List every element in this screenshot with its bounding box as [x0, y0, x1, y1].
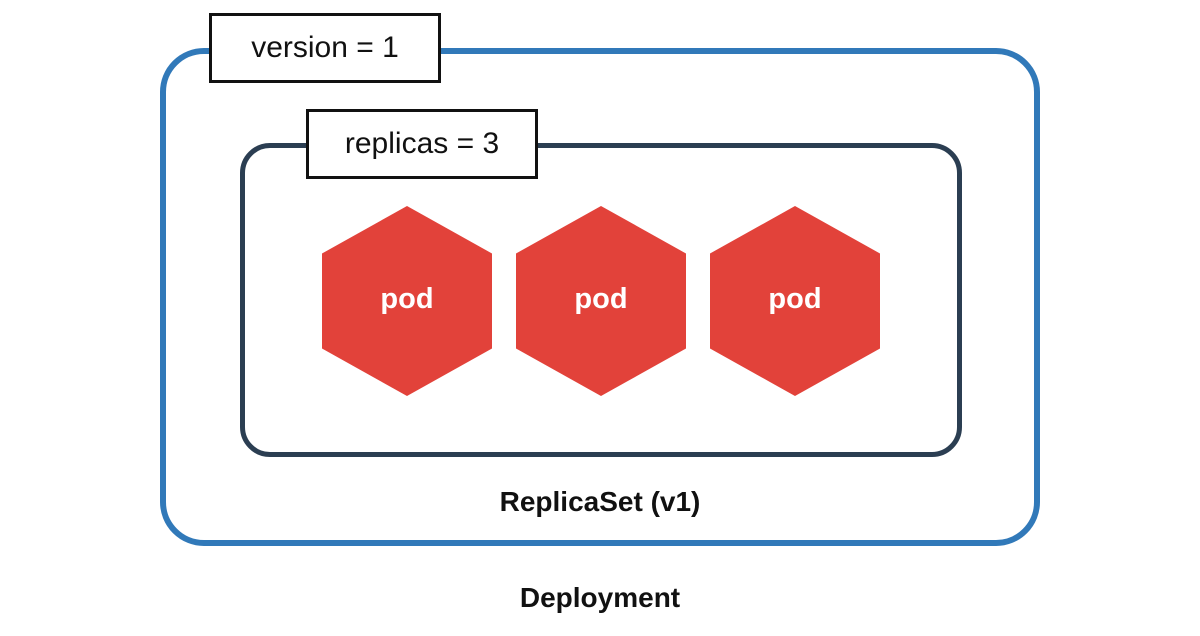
- pod-hexagon-2: pod: [516, 206, 686, 396]
- replicaset-label: ReplicaSet (v1): [499, 486, 701, 517]
- hexagon-icon: [710, 206, 880, 396]
- pod-label: pod: [380, 282, 434, 315]
- pod-hexagon-3: pod: [710, 206, 880, 396]
- replicas-tag: replicas = 3: [306, 109, 538, 179]
- replicaset-container: [240, 143, 962, 457]
- pod-hexagon-1: pod: [322, 206, 492, 396]
- pod-label: pod: [574, 282, 628, 315]
- hexagon-icon: [322, 206, 492, 396]
- pod-label: pod: [768, 282, 822, 315]
- deployment-container: [160, 48, 1040, 546]
- deployment-label: Deployment: [519, 582, 681, 613]
- version-tag: version = 1: [209, 13, 441, 83]
- hexagon-icon: [516, 206, 686, 396]
